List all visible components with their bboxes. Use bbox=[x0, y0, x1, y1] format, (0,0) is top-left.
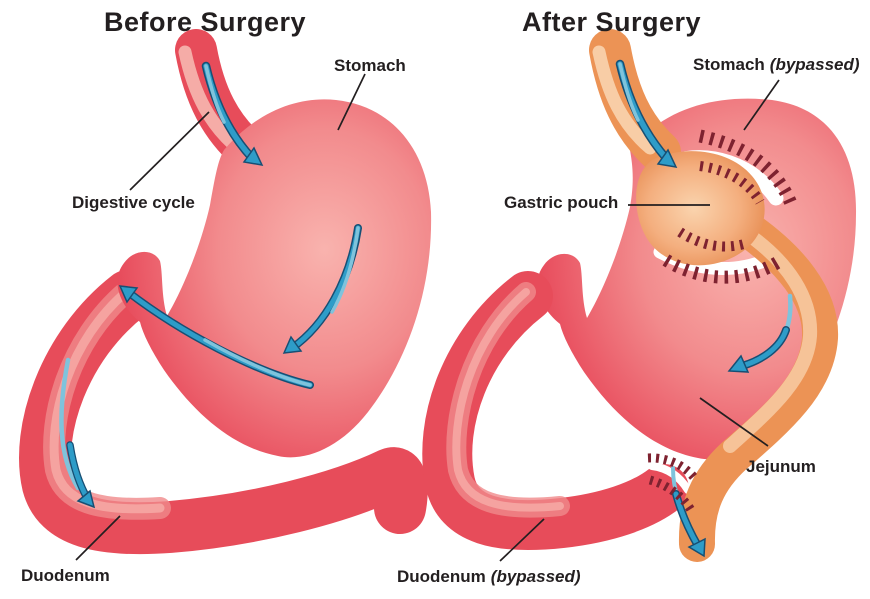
duodenum-bypassed-shape bbox=[422, 271, 689, 550]
panel-title-before: Before Surgery bbox=[104, 7, 307, 37]
flow-arrow-jejunum bbox=[727, 293, 793, 373]
flow-arrow-duodenum bbox=[59, 357, 96, 509]
label-digestive-cycle: Digestive cycle bbox=[72, 193, 195, 213]
jejunum-shape bbox=[678, 204, 839, 562]
label-stomach-text: Stomach bbox=[334, 56, 406, 75]
leader-duodenum bbox=[75, 515, 121, 561]
leader-jejunum bbox=[699, 397, 769, 447]
flow-arrow-esophagus bbox=[615, 59, 678, 168]
label-duodenum: Duodenum bbox=[21, 566, 110, 586]
label-digestive-cycle-text: Digestive cycle bbox=[72, 193, 195, 212]
stomach-shape bbox=[117, 99, 432, 458]
label-duodenum-text: Duodenum bbox=[21, 566, 110, 585]
flow-arrow-stomach bbox=[282, 224, 362, 354]
leader-stomach bbox=[337, 73, 366, 131]
label-duodenum-bypassed-text: Duodenum bbox=[397, 567, 486, 586]
label-gastric-pouch: Gastric pouch bbox=[504, 193, 618, 213]
label-jejunum: Jejunum bbox=[746, 457, 816, 477]
before-illustration bbox=[19, 29, 432, 555]
leader-lines bbox=[75, 73, 780, 562]
label-jejunum-text: Jejunum bbox=[746, 457, 816, 476]
label-stomach-bypassed: Stomach (bypassed) bbox=[693, 55, 860, 75]
leader-duodenum-bypassed bbox=[499, 518, 545, 562]
staple-lines bbox=[647, 129, 799, 515]
panel-title-after: After Surgery bbox=[522, 7, 702, 37]
gastric-pouch-shape bbox=[636, 151, 765, 266]
label-gastric-pouch-text: Gastric pouch bbox=[504, 193, 619, 212]
flow-arrow-pylorus bbox=[118, 285, 314, 389]
leader-stomach-bypassed bbox=[743, 79, 780, 131]
label-stomach-bypassed-text: Stomach bbox=[693, 55, 765, 74]
label-duodenum-bypassed: Duodenum (bypassed) bbox=[397, 567, 581, 587]
flow-arrow-esophagus bbox=[201, 61, 264, 166]
after-illustration bbox=[422, 29, 857, 562]
label-stomach: Stomach bbox=[334, 56, 406, 76]
label-duodenum-bypassed-suffix: (bypassed) bbox=[490, 567, 581, 586]
label-stomach-bypassed-suffix: (bypassed) bbox=[769, 55, 860, 74]
leader-digestive-cycle bbox=[129, 111, 210, 191]
duodenum-shape bbox=[19, 270, 428, 555]
